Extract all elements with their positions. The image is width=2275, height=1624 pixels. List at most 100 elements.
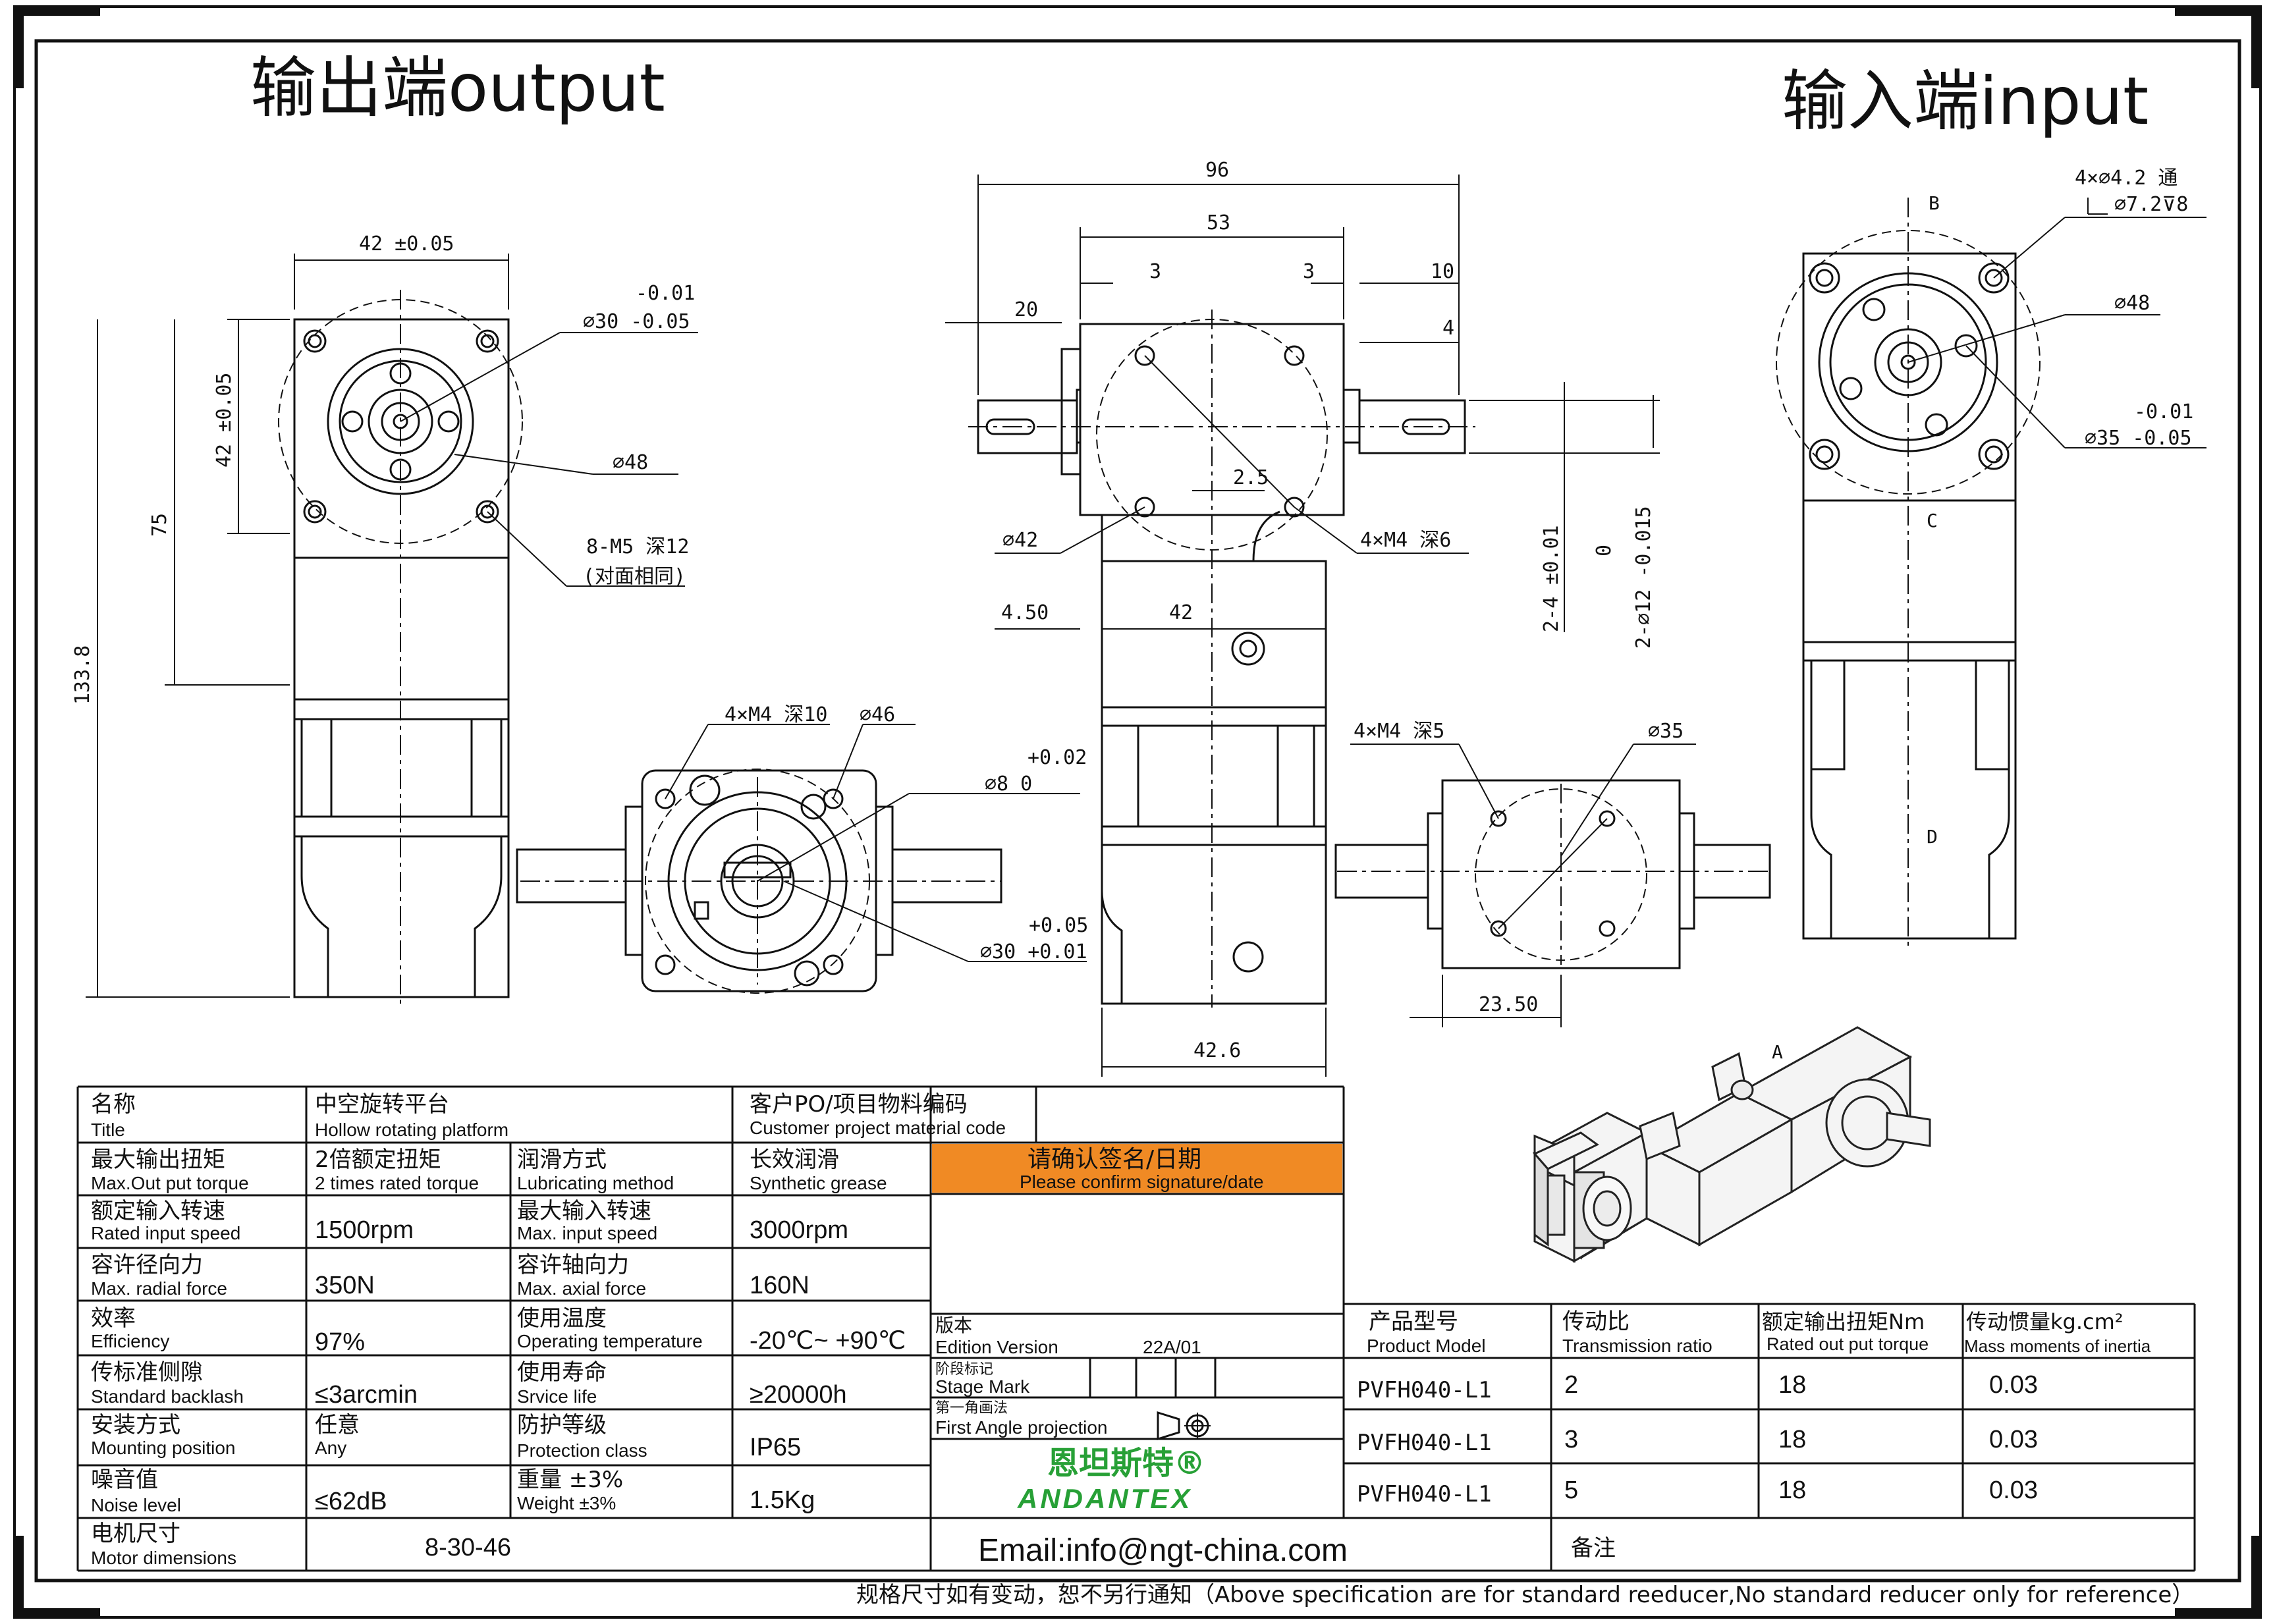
spec-value: 1500rpm xyxy=(315,1216,414,1244)
spec-label-cn: 重量 ±3% xyxy=(517,1467,623,1493)
spec-label-cn: 润滑方式 xyxy=(517,1147,607,1173)
version-label-en: Edition Version xyxy=(935,1337,1058,1357)
stage-mark-cn: 阶段标记 xyxy=(935,1361,993,1377)
customer-code-label-cn: 客户PO/项目物料编码 xyxy=(750,1091,968,1118)
dim-d48-right: ∅48 xyxy=(2114,292,2150,315)
dim-4m4-deep5: 4×M4 深5 xyxy=(1354,720,1444,743)
spec-label-en: Mounting position xyxy=(91,1438,235,1458)
spec-value: 350N xyxy=(315,1272,375,1299)
ratio-cell: 5 xyxy=(1564,1476,1578,1504)
model-header-en: Product Model xyxy=(1367,1336,1486,1356)
title-value-en: Hollow rotating platform xyxy=(315,1120,508,1140)
spec-label-cn: 使用温度 xyxy=(517,1305,607,1332)
dim-tol-p002: +0.02 xyxy=(1028,746,1087,769)
spec-label-cn: 效率 xyxy=(91,1305,136,1332)
inertia-cell: 0.03 xyxy=(1989,1426,2038,1453)
isometric-render xyxy=(1532,1026,1931,1263)
spec-label-en: Max. input speed xyxy=(517,1223,657,1243)
output-flange-dimensions xyxy=(665,724,1087,962)
ratio-cell: 3 xyxy=(1564,1426,1578,1453)
title-label-cn: 名称 xyxy=(91,1091,136,1118)
dim-4m4-deep10: 4×M4 深10 xyxy=(725,703,827,726)
dim-75: 75 xyxy=(148,513,171,537)
title-value-cn: 中空旋转平台 xyxy=(315,1091,449,1118)
dim-d42: ∅42 xyxy=(1002,529,1038,552)
input-flange-dimensions xyxy=(1350,744,1696,1027)
spec-label-en: Noise level xyxy=(91,1495,181,1515)
footer-disclaimer: 规格尺寸如有变动，恕不另行通知（Above specification are … xyxy=(856,1582,2194,1608)
spec-label-cn: 容许径向力 xyxy=(91,1252,203,1278)
dim-42-005-top: 42 ±0.05 xyxy=(359,232,454,256)
input-end-dimensions xyxy=(1907,198,2206,448)
brand-name-en: ANDANTEX xyxy=(1017,1483,1192,1514)
torque-cell: 18 xyxy=(1778,1426,1806,1453)
brand-name-cn: 恩坦斯特® xyxy=(1047,1445,1205,1482)
spec-label-en: Protection class xyxy=(517,1440,647,1461)
dim-42-horiz: 42 xyxy=(1169,601,1193,624)
spec-value: IP65 xyxy=(750,1434,801,1461)
version-label-cn: 版本 xyxy=(935,1315,972,1336)
sheet-frame xyxy=(13,5,2262,1619)
spec-label-en: Max. axial force xyxy=(517,1278,646,1299)
dim-20: 20 xyxy=(1014,298,1038,321)
dim-side-2-d12: 2-∅12 -0.015 xyxy=(1632,506,1655,649)
spec-label-cn: 使用寿命 xyxy=(517,1359,607,1386)
model-cell: PVFH040-L1 xyxy=(1357,1430,1492,1456)
dim-hole-spec: 4×∅4.2 通 xyxy=(2075,167,2178,190)
customer-code-label-en: Customer project material code xyxy=(750,1118,1006,1138)
dim-d48-left: ∅48 xyxy=(613,451,648,474)
spec-value-cn: 任意 xyxy=(315,1412,360,1438)
spec-value-en: Synthetic grease xyxy=(750,1173,887,1193)
label-b: B xyxy=(1929,192,1940,214)
dim-133-8: 133.8 xyxy=(71,645,94,705)
spec-value: ≤3arcmin xyxy=(315,1381,418,1409)
spec-label-en: Max.Out put torque xyxy=(91,1173,249,1193)
ratio-cell: 2 xyxy=(1564,1371,1578,1399)
spec-value-cn: 长效润滑 xyxy=(750,1147,839,1173)
motor-label-cn: 电机尺寸 xyxy=(91,1521,180,1547)
spec-row-backlash: 传标准侧隙 Standard backlash ≤3arcmin 使用寿命 Sr… xyxy=(91,1359,847,1409)
spec-row-efficiency: 效率 Efficiency 97% 使用温度 Operating tempera… xyxy=(91,1305,906,1356)
dim-2-5: 2.5 xyxy=(1233,466,1269,489)
dim-tol-m001: -0.01 xyxy=(636,282,695,305)
spec-label-cn: 安装方式 xyxy=(91,1412,180,1438)
dim-d30-p001: ∅30 +0.01 xyxy=(980,940,1087,963)
spec-label-en: Max. radial force xyxy=(91,1278,227,1299)
dim-42-6: 42.6 xyxy=(1193,1039,1241,1062)
center-top-view xyxy=(968,310,1475,1008)
dim-42-005-vert: 42 ±0.05 xyxy=(213,373,236,468)
confirm-label-cn: 请确认签名/日期 xyxy=(1028,1146,1201,1173)
projection-cn: 第一角画法 xyxy=(935,1399,1008,1416)
output-flange-view xyxy=(516,769,1002,994)
spec-value-en: Any xyxy=(315,1438,346,1458)
spec-label-en: Efficiency xyxy=(91,1331,169,1351)
corner-marks xyxy=(14,7,2261,1617)
ratio-header-en: Transmission ratio xyxy=(1562,1336,1713,1356)
spec-value: 1.5Kg xyxy=(750,1486,815,1514)
model-cell: PVFH040-L1 xyxy=(1357,1481,1492,1507)
torque-header-en: Rated out put torque xyxy=(1767,1334,1929,1354)
spec-label-en: Operating temperature xyxy=(517,1331,703,1351)
input-heading: 输入端input xyxy=(1782,63,2149,140)
spec-label-en: Rated input speed xyxy=(91,1223,240,1243)
spec-label-cn: 传标准侧隙 xyxy=(91,1359,203,1386)
dim-opposite-same: (对面相同) xyxy=(583,565,686,588)
spec-value: 97% xyxy=(315,1328,365,1356)
inertia-header-en: Mass moments of inertia xyxy=(1964,1336,2151,1356)
output-end-labels: 42 ±0.05 -0.01 ∅30 -0.05 ∅48 42 ±0.05 75… xyxy=(71,232,695,705)
remark-label: 备注 xyxy=(1571,1535,1616,1561)
title-row: 名称 Title 中空旋转平台 Hollow rotating platform… xyxy=(91,1091,1006,1140)
output-flange-labels: 4×M4 深10 ∅46 +0.02 ∅8 0 +0.05 ∅30 +0.01 xyxy=(725,703,1088,963)
confirm-signature-cell xyxy=(932,1144,1342,1193)
spec-value-en: 2 times rated torque xyxy=(315,1173,479,1193)
motor-label-en: Motor dimensions xyxy=(91,1548,236,1568)
spec-value: 160N xyxy=(750,1272,809,1299)
spec-value-cn: 2倍额定扭矩 xyxy=(315,1147,441,1173)
model-table-row: PVFH040-L1 2 18 0.03 xyxy=(1357,1371,2038,1403)
spec-label-en: Weight ±3% xyxy=(517,1493,616,1513)
contact-email: Email:info@ngt-china.com xyxy=(978,1533,1348,1568)
spec-row-noise: 噪音值 Noise level ≤62dB 重量 ±3% Weight ±3% … xyxy=(91,1467,815,1515)
output-end-dimensions xyxy=(86,254,698,998)
inertia-header-cn: 传动惯量kg.cm² xyxy=(1966,1309,2124,1334)
